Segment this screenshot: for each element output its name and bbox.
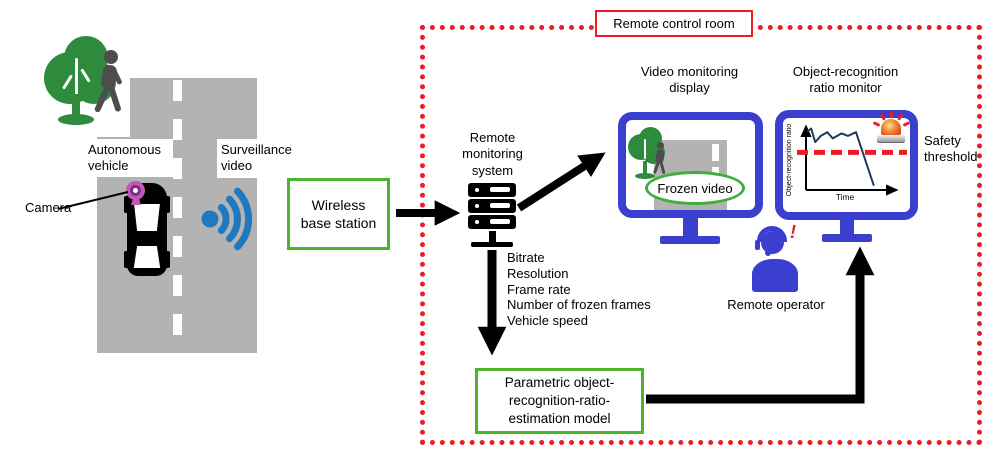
pedestrian-icon: [93, 50, 128, 118]
chart-y-label: Object-recognition ratio: [786, 124, 793, 196]
frozen-video-label: Frozen video: [657, 180, 733, 196]
autonomous-vehicle-label: Autonomous vehicle: [84, 139, 173, 177]
autonomous-vehicle-label: [0, 0, 8, 6]
car-rear-window: [133, 246, 161, 268]
monitor-stand: [840, 220, 854, 235]
lane-dashed-line: [173, 80, 182, 350]
operator-headset-icon: [757, 226, 787, 242]
ratio-monitor-title: Object-recognition ratio monitor: [792, 64, 899, 96]
parameter-item: Vehicle speed: [507, 313, 588, 329]
car-windshield: [134, 204, 160, 231]
car-wheel: [124, 251, 129, 268]
car-wheel: [165, 251, 170, 268]
monitor-stand-base: [660, 236, 720, 244]
video-monitoring-display-title: Video monitoring display: [640, 64, 739, 96]
operator-alert-mark: !: [790, 222, 796, 242]
operator-headset-earcup: [755, 240, 760, 250]
camera-icon: [126, 181, 145, 200]
parameter-item: Resolution: [507, 265, 569, 281]
alarm-siren-icon: [872, 111, 910, 146]
parameter-list: Bitrate Resolution Frame rate Number of …: [507, 250, 651, 329]
parameter-item: Number of frozen frames: [507, 297, 651, 313]
parameter-item: Bitrate: [507, 250, 545, 265]
camera-mount: [131, 199, 141, 205]
camera-label: Camera: [25, 200, 72, 215]
car-wheel: [165, 196, 170, 213]
surveillance-video-label: Surveillance video: [217, 139, 302, 178]
ratio-chart: Time Object-recognition ratio: [786, 124, 907, 202]
operator-headset-mic: [765, 250, 771, 256]
video-monitoring-display: Frozen video: [618, 112, 763, 218]
estimation-model-box: Parametric object- recognition-ratio- es…: [475, 368, 644, 434]
remote-control-room-title: Remote control room: [595, 10, 753, 37]
server-icon: [468, 183, 516, 247]
video-feed-lane-dash: [712, 144, 719, 161]
monitor-stand: [683, 218, 698, 237]
remote-operator-icon: [752, 259, 798, 292]
road-top-segment: [130, 78, 257, 138]
safety-threshold-label: Safety threshold: [924, 133, 978, 165]
wireless-base-station-box: Wireless base station: [287, 178, 390, 250]
video-feed-pedestrian-icon: [652, 142, 670, 176]
remote-monitoring-system-label: Remote monitoring system: [462, 130, 523, 178]
remote-operator-label: Remote operator: [727, 297, 825, 312]
ratio-line: [807, 127, 875, 186]
frozen-video-badge: Frozen video: [645, 171, 745, 205]
monitor-stand-base: [822, 234, 872, 242]
parameter-item: Frame rate: [507, 281, 571, 297]
chart-x-label: Time: [836, 192, 855, 202]
operator-head: [761, 231, 784, 254]
object-recognition-ratio-monitor: Time Object-recognition ratio: [775, 110, 918, 220]
